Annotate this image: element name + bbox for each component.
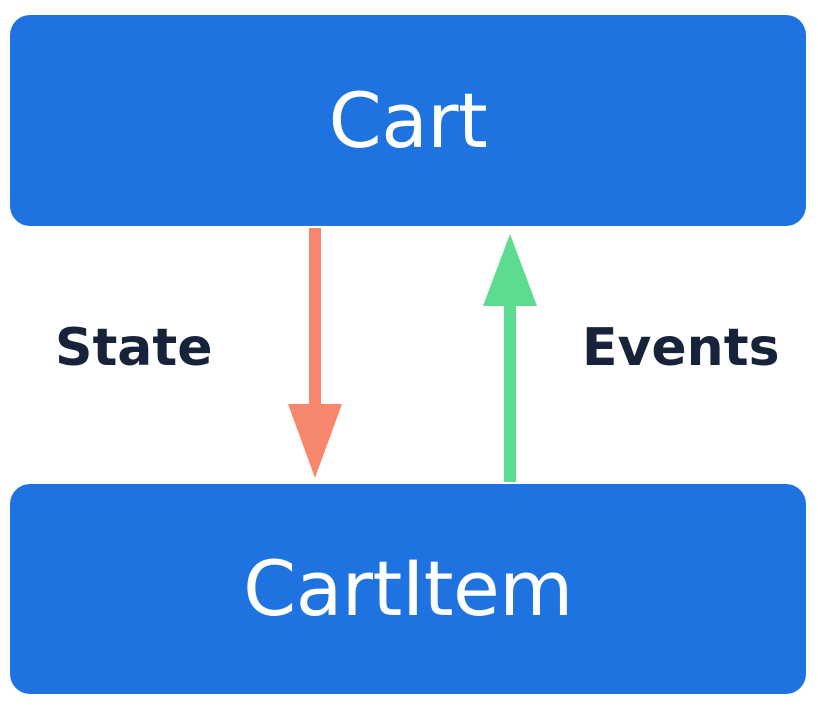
state-label: State bbox=[55, 318, 213, 378]
cart-box: Cart bbox=[10, 15, 806, 226]
cart-item-box: CartItem bbox=[10, 484, 806, 694]
events-arrow bbox=[483, 234, 537, 482]
cart-item-box-label: CartItem bbox=[243, 544, 573, 633]
state-arrow-head bbox=[288, 404, 342, 478]
state-arrow bbox=[288, 228, 342, 478]
events-arrow-head bbox=[483, 234, 537, 306]
cart-box-label: Cart bbox=[328, 75, 488, 165]
events-label: Events bbox=[582, 318, 780, 378]
